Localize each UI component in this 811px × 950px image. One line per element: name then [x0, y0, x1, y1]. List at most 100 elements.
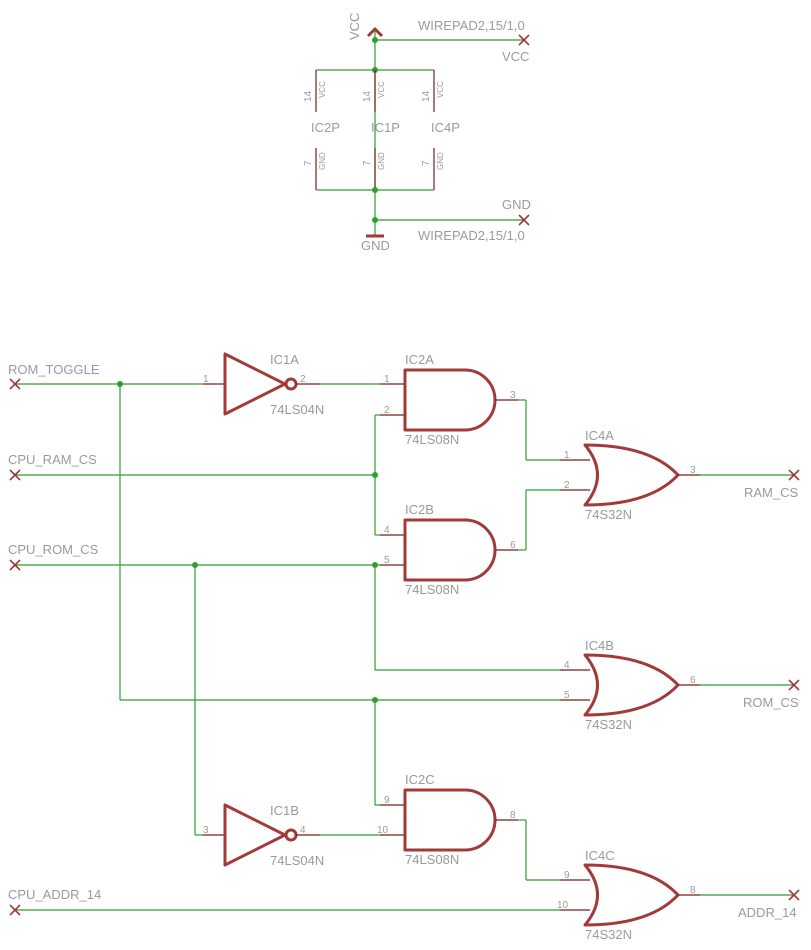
- gate-ic4c[interactable]: IC4C 74S32N 9 10 8: [557, 848, 700, 942]
- and-gate-symbol-icon: [403, 368, 497, 432]
- gate-ic4b[interactable]: IC4B 74S32N 4 5 6: [560, 638, 700, 732]
- inverter-bubble-icon: [284, 377, 298, 391]
- net-label-addr-14: ADDR_14: [738, 905, 797, 920]
- ic4p-vcc-pin-name: VCC: [436, 81, 445, 98]
- vcc-pad-cross-icon[interactable]: [518, 34, 530, 46]
- and-gate-symbol-icon: [403, 788, 497, 852]
- ic4p-vcc-pin-number: 14: [421, 90, 432, 102]
- pin-number: 4: [564, 660, 570, 671]
- ic1p-gnd-pin-name: GND: [377, 152, 386, 170]
- inverter-symbol-icon: [223, 803, 287, 867]
- pin-number: 8: [510, 810, 516, 821]
- ic2p-vcc-pin-number: 14: [303, 90, 314, 102]
- pin-number: 1: [564, 450, 570, 461]
- gate-ic1b[interactable]: IC1B 74LS04N 3 4: [203, 803, 324, 868]
- pin-number: 6: [690, 675, 696, 686]
- pin-number: 3: [510, 390, 516, 401]
- net-label-rom-cs: ROM_CS: [743, 695, 799, 710]
- gate-type-ic2b: 74LS08N: [405, 582, 459, 597]
- vcc-symbol-label: VCC: [347, 13, 362, 40]
- ic2p-gnd-pin-number: 7: [303, 160, 314, 166]
- or-gate-symbol-icon: [583, 653, 680, 717]
- gnd-symbol-label: GND: [361, 238, 390, 253]
- logic-wires: [15, 381, 794, 911]
- ic1p-gnd-pin-number: 7: [362, 160, 373, 166]
- pin-number: 1: [203, 374, 209, 385]
- ic4p-gnd-pin-name: GND: [436, 152, 445, 170]
- gate-type-ic4b: 74S32N: [585, 717, 632, 732]
- pin-number: 9: [384, 795, 390, 806]
- inverter-bubble-icon: [284, 828, 298, 842]
- pin-number: 9: [564, 870, 570, 881]
- cpu-ram-cs-pad-cross-icon[interactable]: [9, 469, 21, 481]
- ic1p-vcc-pin-name: VCC: [377, 81, 386, 98]
- pin-number: 2: [384, 405, 390, 416]
- gnd-pad-cross-icon[interactable]: [518, 214, 530, 226]
- gate-ic1a[interactable]: IC1A 74LS04N 1 2: [203, 352, 324, 417]
- gate-type-ic1a: 74LS04N: [270, 402, 324, 417]
- gate-name-ic2b: IC2B: [405, 502, 434, 517]
- rom-cs-pad-cross-icon[interactable]: [788, 679, 800, 691]
- and-gate-symbol-icon: [403, 518, 497, 582]
- junction-dot: [372, 37, 378, 43]
- gate-ic2a[interactable]: IC2A 74LS08N 1 2 3: [380, 352, 518, 447]
- gnd-pad-label: WIREPAD2,15/1,0: [418, 228, 525, 243]
- gate-name-ic4a: IC4A: [585, 428, 614, 443]
- gate-type-ic4c: 74S32N: [585, 927, 632, 942]
- gate-ic2c[interactable]: IC2C 74LS08N 9 10 8: [377, 772, 518, 867]
- pin-number: 10: [377, 825, 389, 836]
- vcc-symbol-icon: [366, 27, 384, 38]
- or-gate-symbol-icon: [583, 443, 680, 507]
- pin-number: 1: [384, 374, 390, 385]
- pin-number: 4: [384, 525, 390, 536]
- part-label-ic1p: IC1P: [371, 120, 400, 135]
- or-gate-symbol-icon: [583, 863, 680, 927]
- ic2p-gnd-pin-name: GND: [318, 152, 327, 170]
- gate-name-ic2a: IC2A: [405, 352, 434, 367]
- ram-cs-pad-cross-icon[interactable]: [788, 469, 800, 481]
- gate-name-ic4b: IC4B: [585, 638, 614, 653]
- gate-name-ic1b: IC1B: [270, 803, 299, 818]
- vcc-net-label: VCC: [502, 49, 529, 64]
- gate-type-ic2c: 74LS08N: [405, 852, 459, 867]
- gate-name-ic4c: IC4C: [585, 848, 615, 863]
- addr-14-pad-cross-icon[interactable]: [788, 889, 800, 901]
- cpu-addr-14-pad-cross-icon[interactable]: [9, 904, 21, 916]
- pin-number: 5: [384, 555, 390, 566]
- gate-name-ic2c: IC2C: [405, 772, 435, 787]
- net-label-cpu-ram-cs: CPU_RAM_CS: [8, 452, 97, 467]
- pin-number: 2: [300, 374, 306, 385]
- pin-number: 10: [557, 900, 569, 911]
- ic2p-vcc-pin-name: VCC: [318, 81, 327, 98]
- net-label-cpu-addr-14: CPU_ADDR_14: [8, 887, 101, 902]
- net-label-ram-cs: RAM_CS: [744, 485, 799, 500]
- gate-type-ic1b: 74LS04N: [270, 853, 324, 868]
- pin-number: 8: [690, 885, 696, 896]
- power-section: VCC WIREPAD2,15/1,0 VCC 14 VCC 14 VCC 14…: [303, 13, 531, 253]
- gate-ic4a[interactable]: IC4A 74S32N 1 2 3: [560, 428, 700, 522]
- pin-number: 4: [300, 825, 306, 836]
- net-terminals: ROM_TOGGLE CPU_RAM_CS CPU_ROM_CS CPU_ADD…: [8, 362, 800, 920]
- gate-name-ic1a: IC1A: [270, 352, 299, 367]
- gate-ic2b[interactable]: IC2B 74LS08N 4 5 6: [380, 502, 518, 597]
- pin-number: 3: [203, 825, 209, 836]
- pin-number: 2: [564, 480, 570, 491]
- net-label-cpu-rom-cs: CPU_ROM_CS: [8, 542, 99, 557]
- gate-type-ic2a: 74LS08N: [405, 432, 459, 447]
- inverter-symbol-icon: [223, 352, 287, 416]
- part-label-ic2p: IC2P: [311, 120, 340, 135]
- junction-dot: [372, 187, 378, 193]
- pin-number: 3: [690, 465, 696, 476]
- pin-number: 6: [510, 540, 516, 551]
- ic1p-vcc-pin-number: 14: [362, 90, 373, 102]
- gnd-net-label: GND: [502, 197, 531, 212]
- gate-type-ic4a: 74S32N: [585, 507, 632, 522]
- rom-toggle-pad-cross-icon[interactable]: [9, 378, 21, 390]
- part-label-ic4p: IC4P: [431, 120, 460, 135]
- cpu-rom-cs-pad-cross-icon[interactable]: [9, 559, 21, 571]
- pin-number: 5: [564, 690, 570, 701]
- vcc-pad-label: WIREPAD2,15/1,0: [418, 18, 525, 33]
- net-label-rom-toggle: ROM_TOGGLE: [8, 362, 100, 377]
- ic4p-gnd-pin-number: 7: [421, 160, 432, 166]
